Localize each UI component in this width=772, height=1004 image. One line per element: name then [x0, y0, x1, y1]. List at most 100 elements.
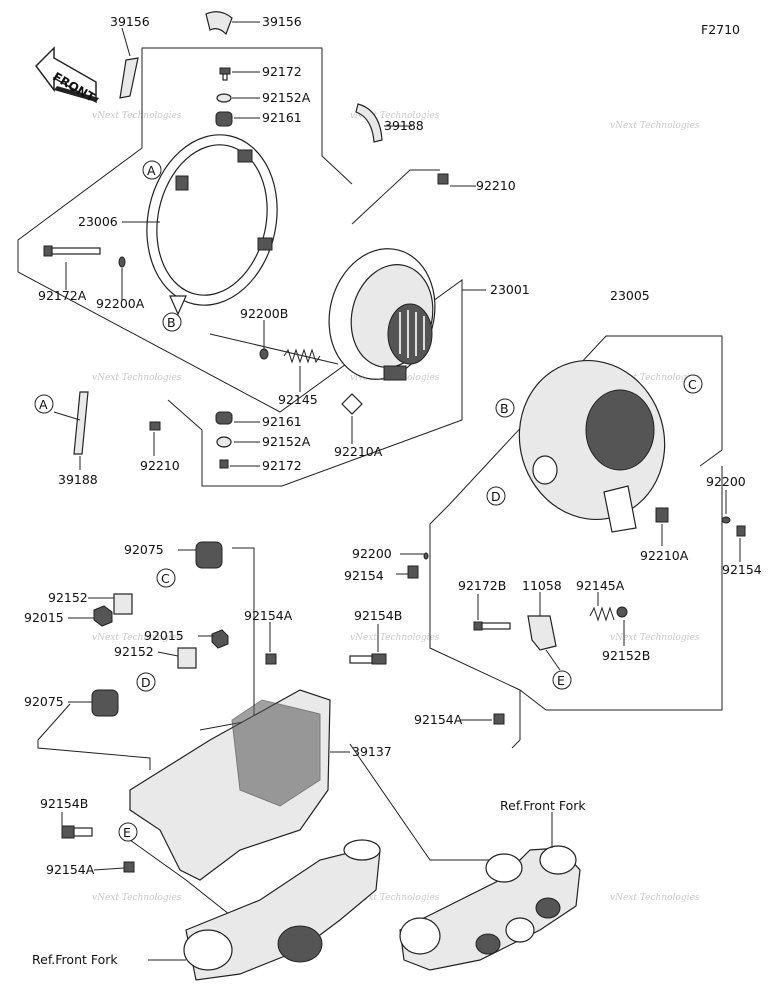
label-92210-top: 92210	[476, 178, 516, 193]
label-11058: 11058	[522, 578, 562, 593]
label-92154-right: 92154	[722, 562, 762, 577]
label-39188-left: 39188	[58, 472, 98, 487]
callout-C-right: C	[683, 374, 703, 394]
screw-92172-top[interactable]	[219, 67, 231, 81]
watermark-9: vNext Technologies	[610, 633, 700, 643]
leader-lines	[53, 21, 741, 961]
callout-C-left: C	[156, 568, 176, 588]
label-92210-lower: 92210	[140, 458, 180, 473]
label-92200-right: 92200	[706, 474, 746, 489]
screw-92172-bottom[interactable]	[219, 459, 229, 469]
label-92154A-left: 92154A	[46, 862, 95, 877]
trim-strip-upper[interactable]	[355, 103, 383, 143]
washer-92200-right[interactable]	[721, 516, 731, 524]
headlight-housing[interactable]	[501, 343, 684, 536]
label-92145A: 92145A	[576, 578, 625, 593]
label-92075-top: 92075	[124, 542, 164, 557]
spring-92145A[interactable]	[589, 606, 615, 622]
washer-92200A[interactable]	[118, 256, 126, 268]
damper-92075-top[interactable]	[195, 541, 223, 569]
headlight-bracket[interactable]	[129, 689, 331, 881]
trim-strip-left[interactable]	[119, 57, 139, 99]
callout-B-left: B	[162, 312, 182, 332]
label-23005: 23005	[610, 288, 650, 303]
label-ref-front-fork-left: Ref.Front Fork	[32, 952, 118, 967]
collar-92152-top[interactable]	[113, 593, 133, 615]
steering-stem-lower[interactable]	[183, 839, 381, 981]
svg-text:A: A	[147, 163, 156, 178]
headlight-ring[interactable]	[132, 123, 293, 318]
watermark-11: vNext Technologies	[350, 893, 440, 903]
label-92154A-mid: 92154A	[244, 608, 293, 623]
collar-92152A-top[interactable]	[216, 93, 232, 103]
clip-92210-lower[interactable]	[149, 421, 161, 431]
collar-92152-mid[interactable]	[177, 647, 197, 669]
bolt-92154A-mid[interactable]	[265, 653, 277, 665]
callout-E-right: E	[552, 670, 572, 690]
upper-fork-clamp[interactable]	[399, 845, 581, 971]
label-92152-mid: 92152	[114, 644, 154, 659]
bolt-92154B-right[interactable]	[349, 653, 387, 665]
label-39188-top: 39188	[384, 118, 424, 133]
svg-text:A: A	[39, 397, 48, 412]
bolt-92154A-left[interactable]	[123, 861, 135, 873]
bolt-92154B-left[interactable]	[61, 825, 93, 839]
collar-92152A-bottom[interactable]	[216, 436, 232, 448]
label-92210A-lower: 92210A	[334, 444, 383, 459]
watermarks: vNext Technologies vNext Technologies vN…	[92, 111, 700, 903]
label-ref-front-fork-right: Ref.Front Fork	[500, 798, 586, 813]
label-92172-top: 92172	[262, 64, 302, 79]
label-92145: 92145	[278, 392, 318, 407]
washer-92200B[interactable]	[259, 348, 269, 360]
spring-92145[interactable]	[283, 348, 321, 364]
label-39156-left: 39156	[110, 14, 150, 29]
label-92154B-left: 92154B	[40, 796, 88, 811]
bolt-92172A[interactable]	[43, 245, 101, 257]
label-23001: 23001	[490, 282, 530, 297]
front-arrow-icon: FRONT	[35, 46, 99, 105]
svg-text:C: C	[688, 377, 697, 392]
clip-92210A-lower[interactable]	[341, 393, 363, 415]
headlamp-unit[interactable]	[316, 237, 449, 390]
watermark-7: vNext Technologies	[92, 633, 182, 643]
label-92161-top: 92161	[262, 110, 302, 125]
callout-E-left: E	[118, 822, 138, 842]
grommet-92161-bottom[interactable]	[215, 411, 233, 425]
label-92172A: 92172A	[38, 288, 87, 303]
label-92172B: 92172B	[458, 578, 506, 593]
watermark-8: vNext Technologies	[350, 633, 440, 643]
washer-92200-mid[interactable]	[423, 552, 429, 560]
svg-text:D: D	[141, 675, 151, 690]
callout-B-right: B	[495, 398, 515, 418]
watermark-3: vNext Technologies	[610, 121, 700, 131]
label-92200A: 92200A	[96, 296, 145, 311]
label-92075-bottom: 92075	[24, 694, 64, 709]
grommet-92161-top[interactable]	[215, 111, 233, 127]
group-frame-lines	[17, 47, 723, 935]
nut-92152B[interactable]	[616, 606, 628, 618]
label-23006: 23006	[78, 214, 118, 229]
clip-92210-top[interactable]	[437, 173, 449, 185]
nut-92015-top[interactable]	[93, 605, 113, 627]
watermark-2: vNext Technologies	[350, 111, 440, 121]
clip-92210A-right[interactable]	[655, 507, 669, 523]
bolt-92154-right[interactable]	[736, 525, 746, 537]
label-92200B: 92200B	[240, 306, 288, 321]
svg-text:C: C	[161, 571, 170, 586]
label-92172-bottom: 92172	[262, 458, 302, 473]
svg-text:E: E	[557, 673, 565, 688]
nut-92015-mid[interactable]	[211, 629, 229, 649]
bracket-11058[interactable]	[527, 615, 557, 651]
bolt-92172B[interactable]	[473, 621, 511, 631]
trim-strip-right[interactable]	[205, 11, 233, 36]
watermark-1: vNext Technologies	[92, 111, 182, 121]
part-labels: 39156 39156 92172 92152A 92161 39188 922…	[24, 14, 762, 967]
trim-strip-lower[interactable]	[73, 391, 89, 455]
callout-A-top: A	[142, 160, 162, 180]
label-92152A-top: 92152A	[262, 90, 311, 105]
bolt-92154-mid[interactable]	[407, 565, 419, 579]
bolt-92154A-right[interactable]	[493, 713, 505, 725]
callout-D-left: D	[136, 672, 156, 692]
damper-92075-bottom[interactable]	[91, 689, 119, 717]
